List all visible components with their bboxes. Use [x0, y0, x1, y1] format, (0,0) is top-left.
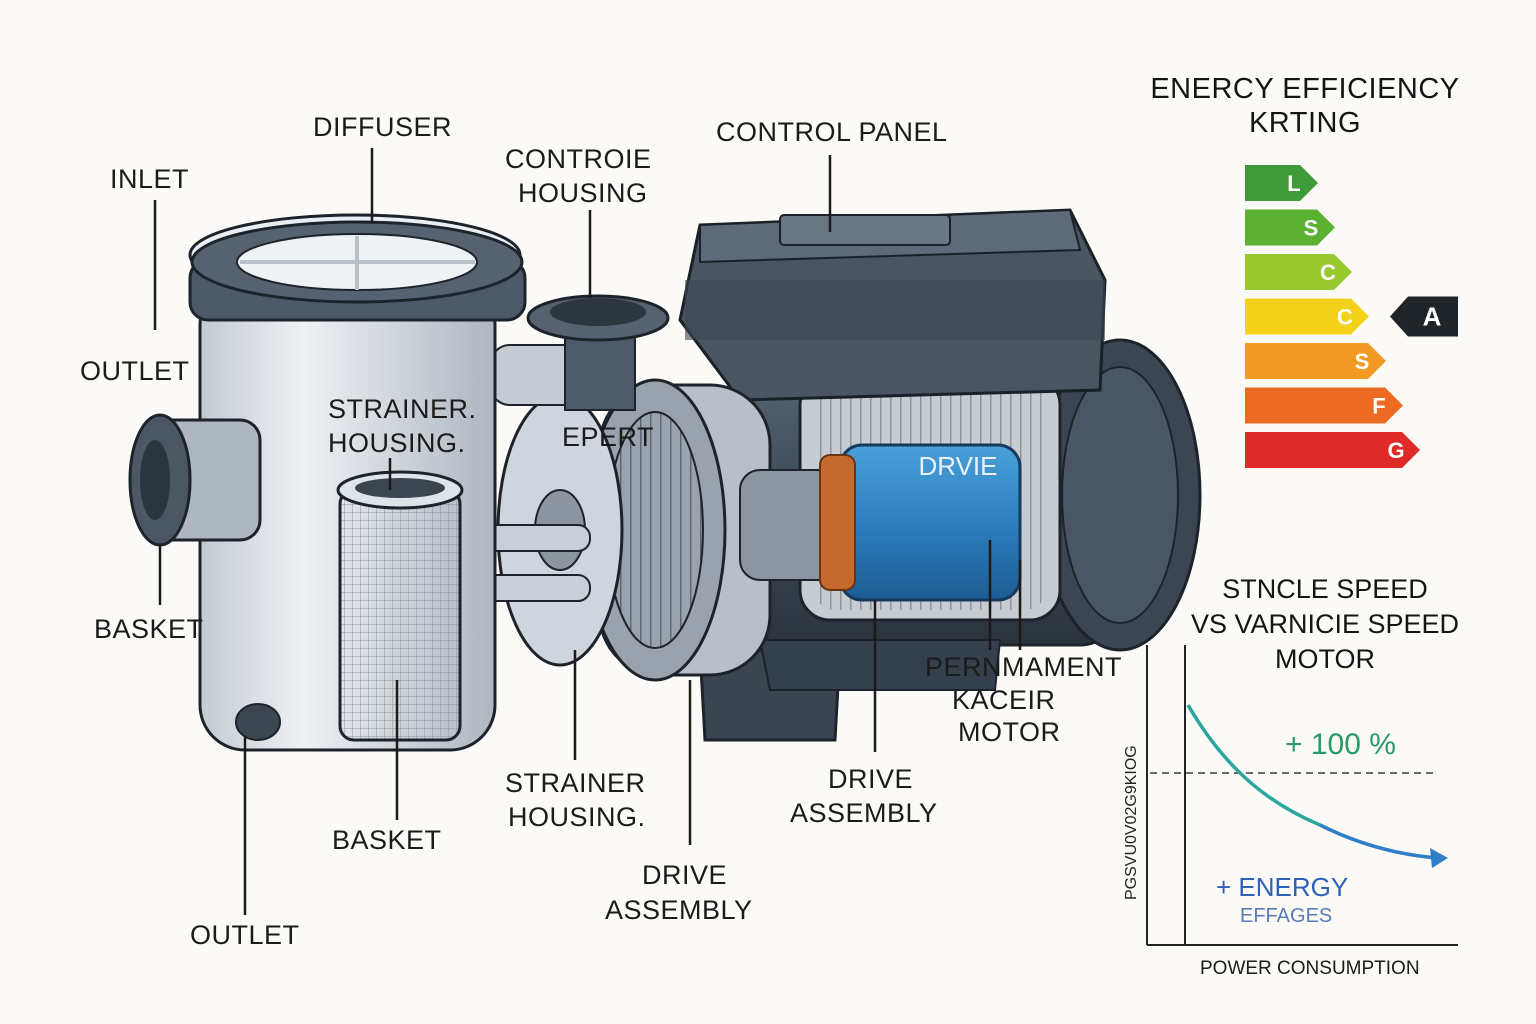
- speed-chart-title: STNCLE SPEED VS VARNICIE SPEED MOTOR: [1150, 572, 1500, 677]
- chart-energy-label-2: EFFAGES: [1240, 905, 1333, 927]
- speed-chart-title-line1: STNCLE SPEED: [1222, 574, 1428, 604]
- label-drive-mid-2: ASSEMBLY: [790, 798, 938, 828]
- label-outlet-bottom: OUTLET: [190, 920, 300, 950]
- selected-rating-marker: [1390, 296, 1458, 337]
- label-drive-lower-2: ASSEMBLY: [605, 895, 753, 925]
- speed-chart-title-line3: MOTOR: [1275, 644, 1375, 674]
- label-magnet-2: KACEIR: [952, 685, 1056, 715]
- chart-y-label: PGSVU0V02G9KIOG: [1123, 745, 1140, 900]
- energy-rating-title-line1: ENERCY EFFICIENCY: [1150, 73, 1460, 105]
- energy-band-letter-2: C: [1320, 260, 1336, 285]
- label-controie-1: CONTROIE: [505, 144, 652, 174]
- energy-band-5: [1245, 387, 1403, 424]
- energy-band-0: [1245, 165, 1318, 201]
- motor-drive-text: DRVIE: [919, 451, 998, 481]
- energy-rating-title: ENERCY EFFICIENCY KRTING: [1140, 72, 1470, 140]
- control-box: [678, 208, 1107, 402]
- label-basket-left: BASKET: [94, 614, 204, 644]
- speed-chart-title-line2: VS VARNICIE SPEED: [1190, 609, 1460, 639]
- label-strainer-lower-2: HOUSING.: [508, 802, 646, 832]
- leader-lines: [153, 148, 1022, 915]
- energy-band-2: [1245, 254, 1352, 290]
- selected-rating-letter: A: [1423, 302, 1442, 332]
- energy-curve: [1319, 823, 1439, 860]
- label-magnet-1: PERNMAMENT: [925, 652, 1123, 682]
- energy-band-6: [1245, 432, 1420, 468]
- energy-band-letter-5: F: [1372, 394, 1385, 419]
- label-drive-lower-1: DRIVE: [642, 860, 728, 890]
- label-epert: EPERT: [562, 422, 655, 452]
- chart-x-label: POWER CONSUMPTION: [1200, 958, 1420, 979]
- energy-band-3: [1245, 298, 1369, 335]
- speed-curve: [1186, 704, 1321, 827]
- energy-band-letter-0: L: [1287, 171, 1300, 196]
- label-strainer-upper-2: HOUSING.: [328, 428, 466, 458]
- label-drive-mid-1: DRIVE: [828, 764, 914, 794]
- label-diffuser: DIFFUSER: [313, 112, 452, 142]
- label-controie-2: HOUSING: [518, 178, 648, 208]
- energy-band-letter-3: C: [1337, 305, 1353, 330]
- label-strainer-upper-1: STRAINER.: [328, 394, 477, 424]
- chart-energy-label-1: + ENERGY: [1216, 872, 1349, 902]
- label-control-panel: CONTROL PANEL: [716, 117, 948, 147]
- energy-band-letter-4: S: [1355, 349, 1370, 374]
- label-inlet: INLET: [110, 164, 190, 194]
- drive-section: [496, 378, 1022, 682]
- energy-band-1: [1245, 209, 1335, 246]
- label-magnet-3: MOTOR: [958, 717, 1061, 747]
- label-basket-bottom: BASKET: [332, 825, 442, 855]
- energy-band-letter-1: S: [1304, 216, 1319, 241]
- speed-chart: [1146, 645, 1458, 946]
- label-strainer-lower-1: STRAINER: [505, 768, 646, 798]
- arrow-head: [1430, 848, 1448, 868]
- chart-plus-label: + 100 %: [1285, 728, 1396, 761]
- strainer-housing: [128, 213, 527, 752]
- energy-band-letter-6: G: [1387, 438, 1404, 463]
- label-outlet-left: OUTLET: [80, 356, 190, 386]
- energy-rating-title-line2: KRTING: [1248, 107, 1362, 139]
- top-fitting: [526, 294, 670, 411]
- energy-band-4: [1245, 343, 1386, 379]
